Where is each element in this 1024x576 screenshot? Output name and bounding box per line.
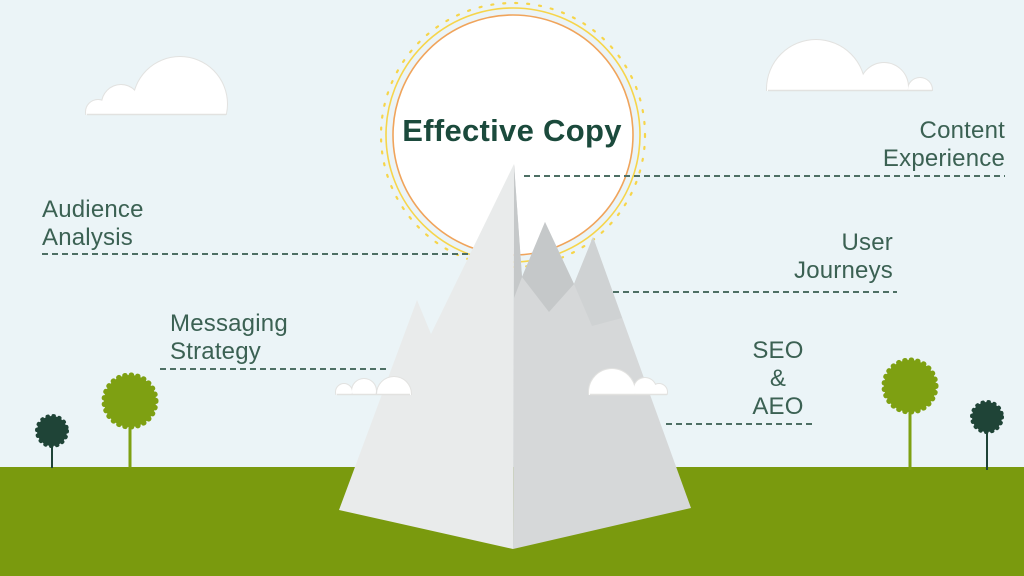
mountain-second-peak-shadow: [522, 222, 574, 312]
cloud-puff: [377, 377, 411, 395]
cloud-puff: [634, 378, 656, 395]
cloud-puff: [336, 384, 352, 395]
cloud-puff: [767, 40, 865, 91]
tree-crown: [35, 414, 69, 448]
tree-olive-right-icon: [881, 357, 939, 470]
label-content-experience: Content Experience: [882, 117, 1005, 172]
label-audience-analysis: Audience Analysis: [42, 196, 144, 251]
cloud-puff: [102, 85, 140, 115]
tree-crown: [970, 400, 1004, 434]
mountain-peak-shadow: [514, 164, 522, 298]
sun-ring-wavy: [379, 1, 647, 269]
cloud-top-right-icon: [766, 39, 933, 92]
cloud-puff: [908, 78, 932, 91]
tree-dark-right-icon: [970, 400, 1004, 470]
label-messaging-strategy: Messaging Strategy: [170, 310, 288, 365]
tree-dark-left-icon: [35, 414, 69, 468]
tree-crown: [101, 372, 159, 430]
cloud-mountain-right-icon: [588, 368, 668, 396]
cloud-puff: [352, 379, 376, 395]
cloud-top-left-icon: [85, 56, 228, 116]
mountain-icon: [339, 164, 691, 549]
page-title: Effective Copy: [402, 113, 622, 148]
cloud-puff: [589, 369, 635, 395]
tree-crown: [881, 357, 939, 415]
cloud-mountain-left-icon: [335, 376, 412, 396]
mountain-third-peak-shadow: [574, 237, 622, 326]
label-seo-aeo: SEO & AEO: [752, 337, 804, 420]
connector-seo-aeo: [666, 423, 813, 425]
connector-messaging-strategy: [160, 368, 390, 370]
connector-user-journeys: [613, 291, 897, 293]
connector-audience-analysis: [42, 253, 468, 255]
mountain-left-face: [339, 164, 514, 549]
label-user-journeys: User Journeys: [794, 229, 893, 284]
connector-content-experience: [524, 175, 1005, 177]
cloud-puff: [860, 63, 908, 91]
cloud-puff: [133, 57, 227, 115]
tree-olive-left-icon: [101, 372, 159, 468]
